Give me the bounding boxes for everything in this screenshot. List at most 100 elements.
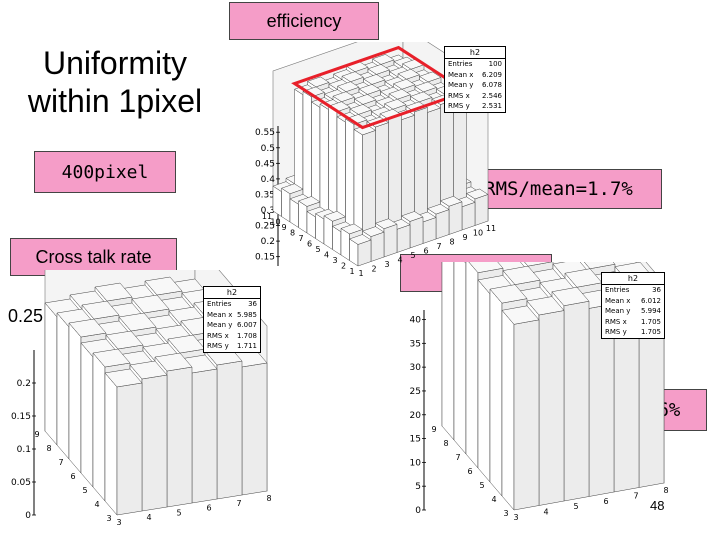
bar-face	[92, 352, 106, 502]
x-tick-label: 6	[307, 240, 312, 249]
x-tick-label: 3	[503, 509, 508, 518]
bar-top	[383, 98, 407, 110]
y-tick-label: 6	[423, 247, 428, 256]
bar-top	[131, 294, 170, 314]
bar-face	[453, 262, 467, 455]
z-tick-label: 0	[25, 511, 31, 521]
z-tick-label: 10	[410, 458, 422, 468]
z-tick-label: 0.4	[261, 175, 276, 185]
y-tick-label: 4	[543, 508, 548, 517]
x-tick-label: 7	[298, 234, 303, 243]
y-tick-label: 5	[410, 251, 415, 260]
stats-val: 5.985	[236, 310, 257, 319]
stats-val: 100	[488, 60, 502, 68]
z-tick-label: 40	[410, 316, 422, 326]
bar-face	[477, 279, 491, 483]
bar-face	[435, 209, 450, 240]
z-tick-label: 0.3	[261, 206, 275, 216]
x-tick-label: 5	[479, 481, 484, 490]
efficiency-label: efficiency	[229, 2, 379, 40]
bar-top	[388, 88, 412, 100]
bar-face	[465, 262, 479, 469]
stats-key: RMS x	[448, 91, 470, 100]
bar-top	[353, 94, 377, 105]
bar-top	[362, 74, 386, 85]
stats-key: Mean x	[207, 310, 233, 319]
z-tick-label: 0.15	[11, 412, 31, 422]
stats-val: 2.531	[481, 102, 502, 110]
bar-top	[167, 334, 206, 354]
z-tick-label: 0.05	[11, 478, 31, 488]
bar-top	[489, 284, 528, 304]
y-tick-label: 1	[358, 269, 363, 278]
bar-top	[348, 234, 372, 245]
stats-key: RMS y	[605, 328, 627, 336]
stats-key: Mean x	[448, 70, 474, 79]
bar-face	[409, 216, 424, 249]
bar-top	[501, 305, 540, 325]
z-tick-label: 0.1	[17, 445, 31, 455]
slide-title-line2: within 1pixel	[27, 83, 203, 119]
y-tick-label: 4	[146, 513, 151, 522]
bar-top	[361, 226, 385, 237]
bar-top	[92, 348, 131, 368]
bar-top	[332, 91, 356, 102]
bar-face	[323, 215, 333, 250]
x-tick-label: 3	[332, 256, 337, 265]
bar-top	[583, 262, 616, 269]
bar-face	[80, 342, 94, 488]
stats-val: 1.705	[640, 328, 661, 336]
bar-top	[302, 86, 326, 98]
x-tick-label: 10	[270, 218, 280, 227]
y-tick-label: 5	[573, 502, 578, 511]
bar-top	[104, 368, 143, 388]
bar-face	[44, 302, 58, 446]
bar-face	[538, 310, 565, 506]
stats-val: 6.007	[236, 321, 257, 329]
bar-top	[144, 276, 183, 296]
bar-top	[118, 312, 157, 332]
bar-face	[513, 319, 540, 511]
y-tick-label: 7	[236, 499, 241, 508]
bar-face	[141, 374, 168, 512]
slide-title: Uniformity within 1pixel	[10, 44, 220, 120]
y-tick-label: 11	[486, 224, 496, 233]
bar-face	[448, 201, 463, 235]
x-tick-label: 4	[324, 251, 329, 260]
bar-top	[409, 91, 433, 103]
y-tick-label: 5	[176, 508, 181, 517]
stats-key: Mean y	[605, 307, 631, 315]
bar-face	[281, 187, 291, 223]
x-tick-label: 7	[58, 458, 63, 467]
bar-top	[465, 188, 489, 200]
x-tick-label: 8	[443, 439, 448, 448]
page-number: 48	[650, 498, 665, 513]
z-tick-label: 0.2	[261, 237, 275, 247]
bar-face	[474, 194, 489, 226]
x-tick-label: 11	[262, 212, 272, 221]
y-tick-label: 6	[206, 504, 211, 513]
stats-val: 6.078	[481, 81, 502, 89]
bar-top	[392, 78, 416, 90]
bar-top	[68, 318, 107, 338]
z-tick-label: 0.5	[261, 144, 275, 154]
bar-top	[341, 71, 365, 82]
stats-val: 6.012	[640, 296, 661, 305]
x-tick-label: 6	[467, 467, 472, 476]
bar-top	[367, 64, 391, 75]
pixel-count-badge: 400pixel	[34, 151, 176, 193]
bar-top	[340, 223, 364, 235]
x-tick-label: 9	[281, 223, 286, 232]
bar-top	[280, 183, 304, 195]
y-tick-label: 8	[663, 486, 668, 495]
z-tick-label: 20	[410, 411, 422, 421]
